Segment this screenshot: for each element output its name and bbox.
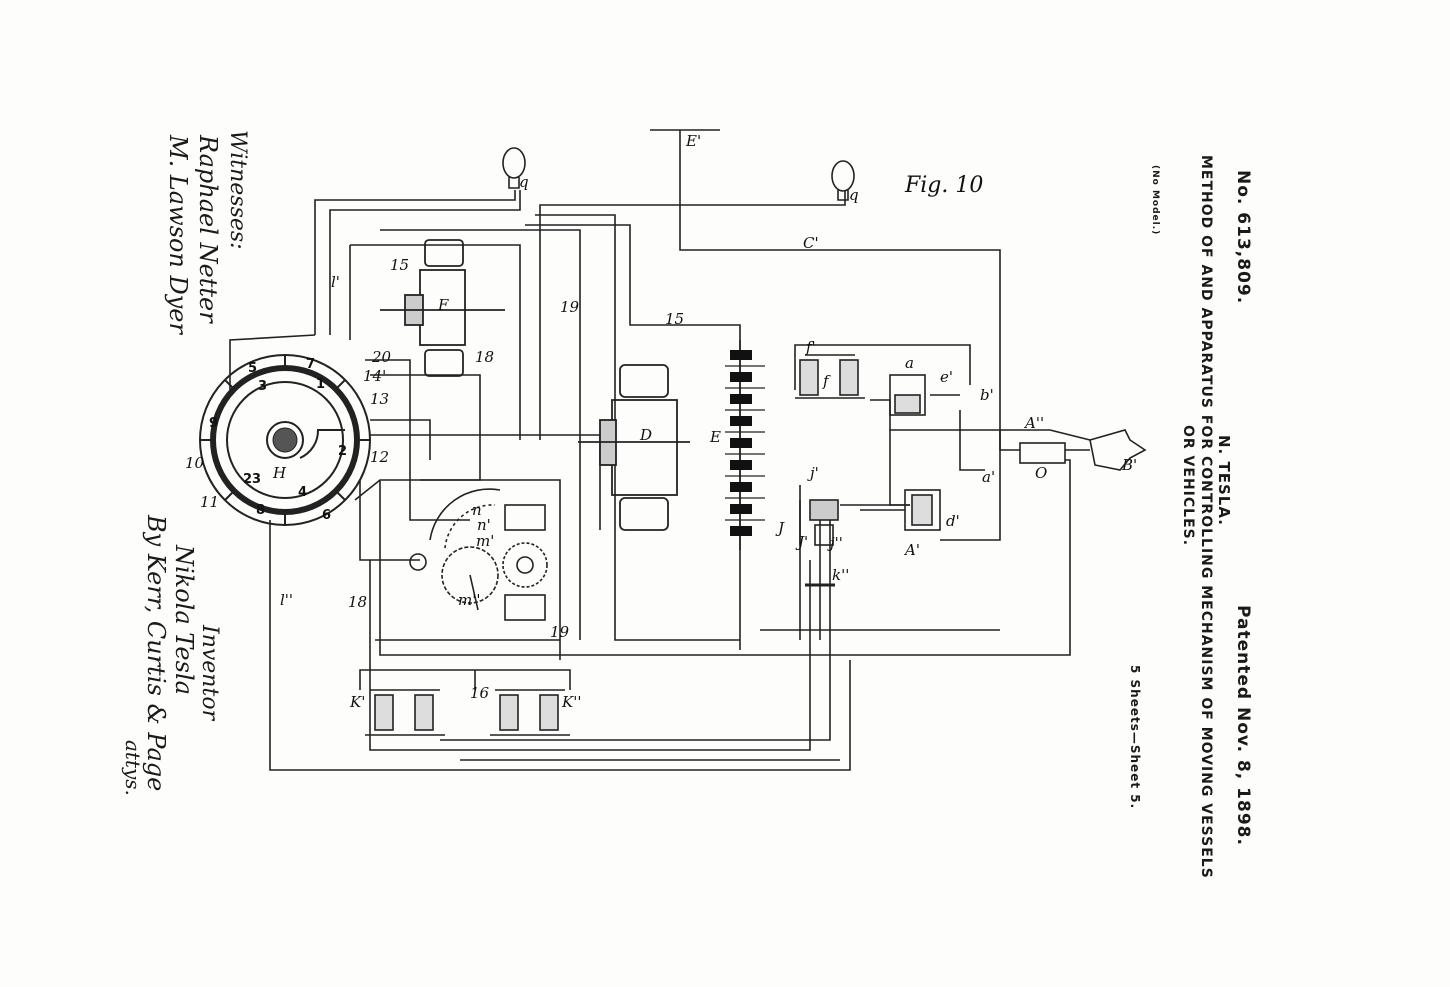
label-D: D <box>639 426 652 444</box>
steering-gear <box>409 488 548 621</box>
relay-f <box>795 354 865 399</box>
label-l-prime: l' <box>331 273 340 291</box>
patent-title-line1: METHOD OF AND APPARATUS FOR CONTROLLING … <box>1198 155 1214 879</box>
battery-E <box>725 340 765 550</box>
label-e-prime: e' <box>940 368 953 386</box>
label-f-prime: f' <box>805 338 816 356</box>
label-n-prime: n' <box>477 516 491 534</box>
witness-signature-2: M. Lawson Dyer <box>164 135 192 334</box>
relay-K-prime <box>365 689 445 736</box>
label-A-prime: A' <box>903 541 920 559</box>
patent-number: No. 613,809. <box>1233 170 1253 305</box>
label-15b: 15 <box>390 256 409 274</box>
attorneys-label: attys. <box>121 740 145 796</box>
inventor-name: N. TESLA. <box>1215 435 1233 526</box>
label-16: 16 <box>470 684 490 702</box>
attorneys-signature: By Kerr, Curtis & Page <box>142 515 170 792</box>
motor-F <box>380 239 505 377</box>
label-20: 20 <box>371 348 392 366</box>
label-15: 15 <box>665 310 684 328</box>
label-19b: 19 <box>550 623 570 641</box>
label-A-dprime: A'' <box>1023 414 1044 432</box>
label-12: 12 <box>370 448 389 466</box>
inventor-label: Inventor <box>197 625 222 721</box>
label-K-dprime: K'' <box>561 693 581 711</box>
label-H: H <box>272 464 287 482</box>
patent-date: Patented Nov. 8, 1898. <box>1233 605 1253 846</box>
label-19: 19 <box>560 298 580 316</box>
label-j-prime: j' <box>807 464 819 482</box>
lamp-right-icon <box>831 160 855 201</box>
label-C-prime: C' <box>803 234 819 252</box>
label-j-dprime: j'' <box>827 534 843 552</box>
no-model-note: (No Model.) <box>1150 165 1160 236</box>
label-13: 13 <box>370 390 389 408</box>
segment-8: 8 <box>256 503 265 518</box>
resistor-O <box>1019 442 1066 464</box>
label-l-dprime: l'' <box>280 591 293 609</box>
relay-a <box>889 374 960 416</box>
horn-B-prime-icon <box>1089 429 1147 471</box>
segment-9: 9 <box>209 416 218 431</box>
segment-4: 4 <box>298 485 307 500</box>
label-F: F <box>437 296 449 314</box>
segment-5: 5 <box>248 361 257 376</box>
label-a: a <box>905 354 914 372</box>
label-q-right: q <box>849 186 859 204</box>
label-18: 18 <box>475 348 494 366</box>
label-a-prime: a' <box>982 468 995 486</box>
label-m-prime: m' <box>476 532 494 550</box>
witnesses-label: Witnesses: <box>225 130 250 250</box>
relay-A-prime <box>860 489 941 531</box>
label-f: f <box>822 372 831 390</box>
label-m-dprime: m'' <box>458 591 480 609</box>
label-B-prime: B' <box>1121 456 1137 474</box>
label-k-dprime: k'' <box>832 566 849 584</box>
label-18b: 18 <box>348 593 367 611</box>
label-J-prime: J' <box>795 533 808 551</box>
motor-D <box>578 364 690 531</box>
label-J: J <box>775 519 785 537</box>
lamp-left-icon <box>502 147 526 189</box>
sheet-number: 5 Sheets—Sheet 5. <box>1128 665 1142 810</box>
label-O: O <box>1035 464 1047 482</box>
label-d-prime: d' <box>946 512 960 530</box>
label-q-left: q <box>519 173 529 191</box>
relay-J <box>799 485 839 587</box>
inventor-signature: Nikola Tesla <box>170 545 198 695</box>
relay-K-dprime <box>490 689 570 736</box>
label-E: E <box>709 428 721 446</box>
segment-1: 1 <box>316 377 325 392</box>
commutator-disc <box>199 354 371 526</box>
label-11: 11 <box>200 493 219 511</box>
segment-7: 7 <box>306 357 315 372</box>
segment-6: 6 <box>322 508 331 523</box>
label-K-prime: K' <box>349 693 365 711</box>
label-E-prime: E' <box>685 132 701 150</box>
segment-23: 23 <box>243 472 261 487</box>
patent-title-line2: OR VEHICLES. <box>1180 425 1196 547</box>
segment-3: 3 <box>258 379 267 394</box>
segment-2: 2 <box>338 444 347 459</box>
label-b-prime: b' <box>980 386 994 404</box>
label-14p: 14' <box>363 367 386 385</box>
figure-label: Fig. 10 <box>904 173 983 198</box>
label-n: n <box>472 501 482 519</box>
label-10: 10 <box>185 454 205 472</box>
witness-signature-1: Raphael Netter <box>194 135 222 323</box>
